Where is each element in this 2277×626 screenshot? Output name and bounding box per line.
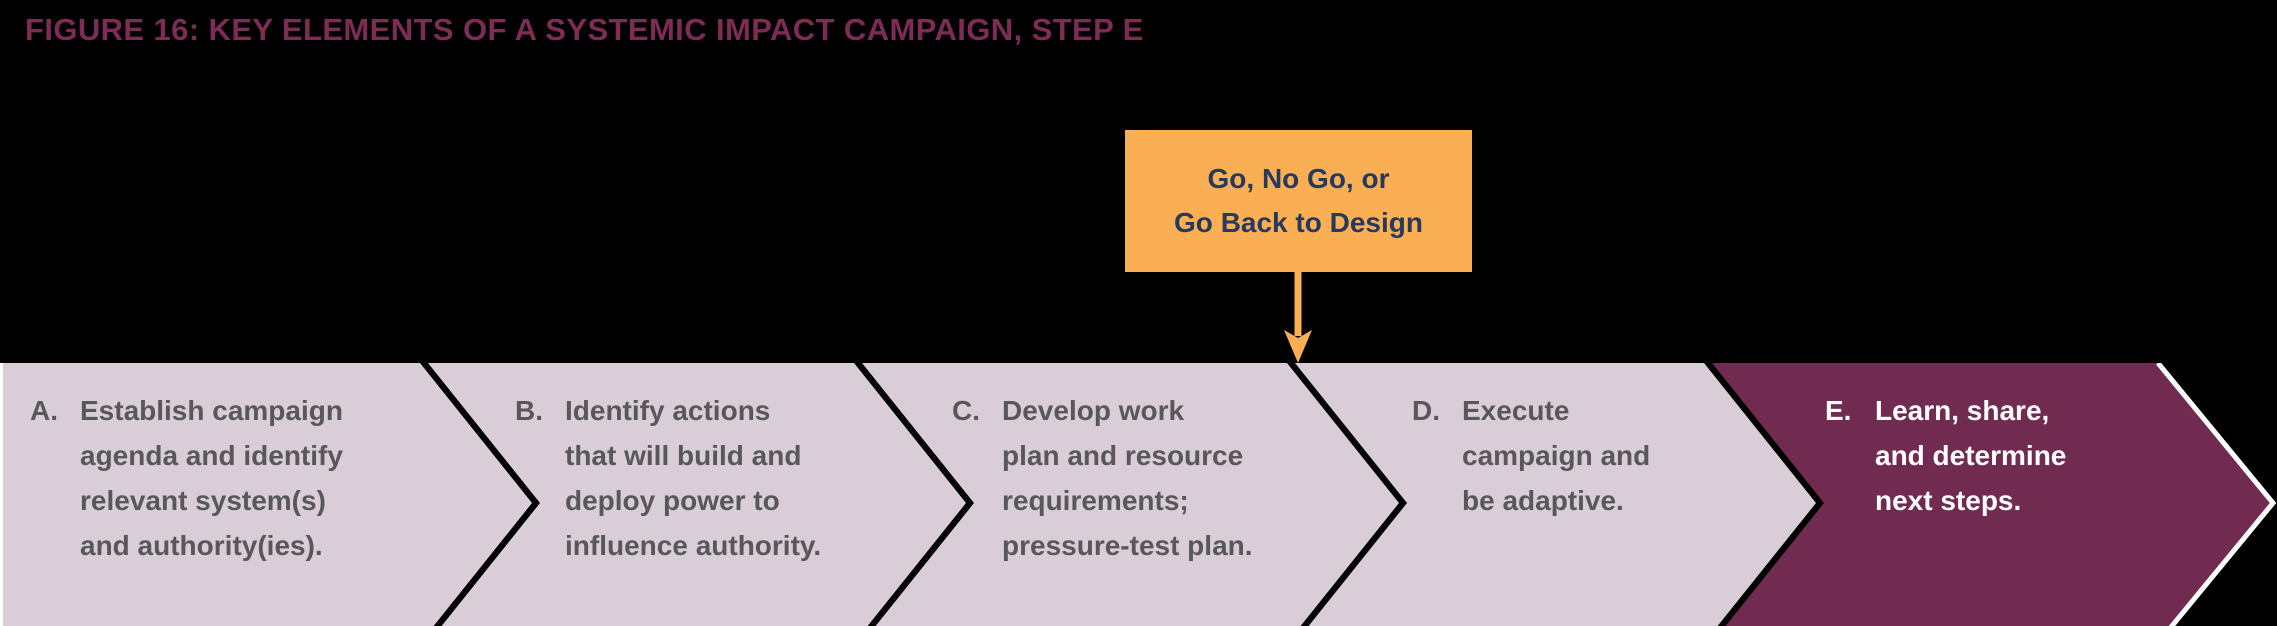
chevron-step-e-outline [2156, 363, 2277, 626]
step-a-label: A. [30, 395, 58, 426]
chevron-step-a [3, 363, 532, 626]
step-c-text: Develop work plan and resource requireme… [1002, 395, 1253, 561]
step-b: B. Identify actions that will build and … [515, 388, 821, 568]
chevron-step-c [862, 363, 1399, 626]
chevron-step-b [428, 363, 966, 626]
down-arrow-icon [1284, 270, 1312, 363]
step-c: C. Develop work plan and resource requir… [952, 388, 1253, 568]
step-d-label: D. [1412, 395, 1440, 426]
step-a: A. Establish campaign agenda and identif… [30, 388, 343, 568]
figure-title: FIGURE 16: KEY ELEMENTS OF A SYSTEMIC IM… [25, 12, 1144, 47]
chevron-band [0, 363, 2277, 626]
step-e-label: E. [1825, 395, 1852, 426]
step-b-label: B. [515, 395, 543, 426]
step-e-text: Learn, share, and determine next steps. [1875, 395, 2067, 516]
decision-callout-text: Go, No Go, or Go Back to Design [1174, 163, 1423, 238]
step-e: E. Learn, share, and determine next step… [1825, 388, 2066, 523]
chevron-step-e [1712, 363, 2273, 626]
decision-callout: Go, No Go, or Go Back to Design [1125, 130, 1472, 272]
step-b-text: Identify actions that will build and dep… [565, 395, 822, 561]
step-a-text: Establish campaign agenda and identify r… [80, 395, 343, 561]
step-c-label: C. [952, 395, 980, 426]
step-d: D. Execute campaign and be adaptive. [1412, 388, 1650, 523]
down-arrow-shaft [1294, 270, 1302, 336]
down-arrow-head [1284, 330, 1312, 363]
step-d-text: Execute campaign and be adaptive. [1462, 395, 1651, 516]
chevron-step-d [1295, 363, 1816, 626]
band-left-edge [0, 363, 3, 626]
